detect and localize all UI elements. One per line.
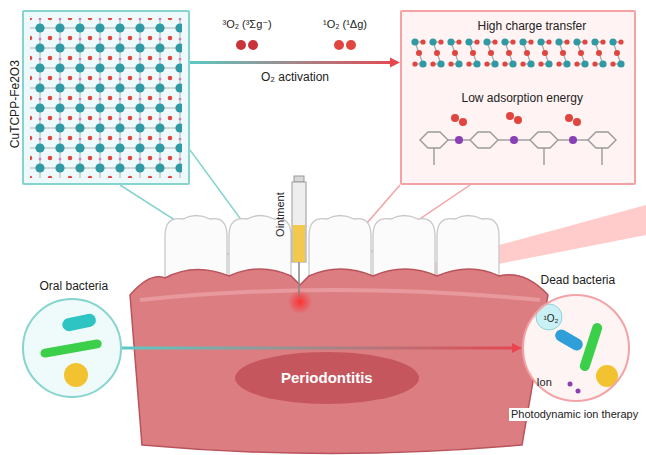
porphyrin (420, 132, 616, 165)
polygon-shape (420, 132, 448, 148)
bacterium (61, 313, 97, 333)
oxygen-molecule (573, 118, 581, 126)
connector-arrow (122, 343, 522, 353)
singlet-oxygen-bubble (536, 304, 562, 330)
material-label: Ointment (273, 192, 286, 237)
mechanism-panel: High charge transferLow adsorption energ… (400, 10, 636, 185)
bacterium (579, 322, 604, 373)
bacterium (596, 365, 618, 387)
panel-fill (22, 10, 190, 185)
bacteria-circle: Dead bacteria¹O₂Ion (522, 294, 630, 402)
oxygen-molecule (248, 40, 258, 50)
lattice (30, 18, 182, 178)
bacterium (64, 363, 88, 387)
syringe-barrel (292, 182, 306, 262)
state-label: ³O₂ (³Σg⁻) (223, 18, 272, 31)
species-label: ¹O₂ (544, 313, 559, 325)
ion (576, 389, 581, 394)
connector-line (122, 347, 513, 350)
metal-atom (510, 136, 518, 144)
panel-heading: High charge transfer (478, 19, 587, 33)
species-label: Ion (537, 376, 552, 389)
therapy-label: Photodynamic ion therapy (509, 408, 640, 421)
connector-line (190, 61, 391, 64)
oxygen-molecule (506, 112, 514, 120)
line-shape (433, 148, 434, 165)
polygon-shape (470, 132, 498, 148)
edge-label: O₂ activation (261, 70, 329, 84)
ion (568, 382, 573, 387)
connector-arrow (190, 58, 400, 68)
material-panel: CuTCPP-Fe2O3 (22, 10, 190, 185)
line-shape (543, 148, 544, 165)
oxygen-molecule (565, 114, 573, 122)
oxygen-molecule (451, 114, 459, 122)
gum (130, 269, 548, 454)
circle-heading: Dead bacteria (541, 273, 616, 287)
polygon-shape (530, 132, 558, 148)
ointment-fill (293, 225, 305, 262)
state-label: ¹O₂ (¹Δg) (323, 18, 367, 31)
oxygen-molecule (459, 118, 467, 126)
circle-fill (523, 295, 629, 401)
circle-fill (23, 299, 121, 397)
line-shape (601, 148, 602, 165)
panel-heading: Low adsorption energy (462, 91, 583, 105)
bacterium (40, 339, 103, 359)
metal-atom (569, 136, 577, 144)
crystal-chain (410, 36, 626, 70)
circle-heading: Oral bacteria (40, 279, 109, 293)
disease-label: Periodontitis (281, 369, 373, 387)
arrowhead (512, 343, 522, 353)
bacteria-circle: Oral bacteria (22, 298, 122, 398)
lesion (235, 352, 419, 404)
gum-ridge (140, 290, 540, 300)
panel-fill (400, 10, 636, 185)
glow (288, 290, 312, 314)
oxygen-molecule (334, 40, 344, 50)
oxygen-molecule (346, 40, 356, 50)
material-name: CuTCPP-Fe2O3 (8, 60, 22, 148)
bacterium (553, 327, 585, 352)
oxygen-molecule (236, 40, 246, 50)
oxygen-molecule (514, 116, 522, 124)
metal-atom (455, 136, 463, 144)
polygon-shape (588, 132, 616, 148)
arrowhead (390, 58, 400, 68)
syringe-plunger (294, 176, 304, 182)
